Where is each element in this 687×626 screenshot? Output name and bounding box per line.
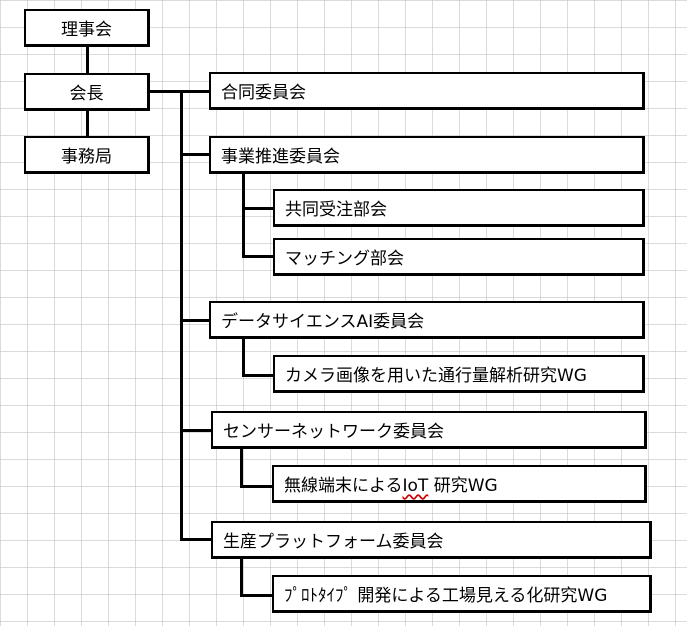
branch-sub-2-2 (242, 255, 274, 258)
connector-committee-4 (180, 429, 212, 432)
wg-label: カメラ画像を用いた通行量解析研究WG (285, 366, 587, 386)
committee-label: センサーネットワーク委員会 (223, 422, 444, 442)
committee-label: データサイエンスAI委員会 (221, 312, 425, 332)
branch-sub-5-1 (240, 594, 273, 597)
branch-vertical-5 (240, 557, 243, 597)
connector-board-president (86, 46, 89, 74)
committee-label: 事業推進委員会 (221, 147, 340, 167)
connector-president-trunk (148, 90, 181, 93)
trunk-line (180, 90, 183, 541)
wg-box-iot-wireless: 無線端末によるIoT 研究WG (272, 465, 647, 503)
connector-committee-2 (180, 153, 210, 156)
branch-sub-2-1 (242, 207, 274, 210)
wg-label-iot: IoT (402, 476, 429, 496)
subcommittee-box-matching: マッチング部会 (273, 238, 645, 276)
wg-box-camera-traffic: カメラ画像を用いた通行量解析研究WG (273, 355, 645, 393)
board-label: 理事会 (61, 20, 112, 40)
committee-box-production-platform: 生産プラットフォーム委員会 (211, 521, 652, 559)
committee-box-sensor-network: センサーネットワーク委員会 (211, 411, 647, 449)
committee-box-joint: 合同委員会 (209, 72, 645, 110)
branch-vertical-3 (242, 339, 245, 377)
wg-label-post: 研究WG (428, 476, 498, 496)
committee-box-data-science-ai: データサイエンスAI委員会 (209, 301, 645, 339)
president-box: 会長 (24, 73, 150, 111)
branch-vertical-4 (240, 448, 243, 488)
president-label: 会長 (69, 84, 104, 104)
connector-committee-3 (180, 319, 210, 322)
subcommittee-label: 共同受注部会 (285, 200, 387, 220)
branch-sub-4-1 (240, 485, 273, 488)
wg-box-prototype-factory: ﾌﾟﾛﾄﾀｲﾌﾟ 開発による工場見える化研究WG (272, 575, 652, 613)
connector-committee-1 (180, 90, 210, 93)
secretariat-box: 事務局 (24, 136, 150, 174)
wg-label-pre: 無線端末による (284, 476, 403, 496)
connector-committee-5 (180, 538, 212, 541)
wg-label: 無線端末によるIoT 研究WG (284, 471, 498, 496)
committee-box-business-promotion: 事業推進委員会 (209, 136, 645, 174)
wg-label: ﾌﾟﾛﾄﾀｲﾌﾟ 開発による工場見える化研究WG (284, 586, 608, 606)
committee-label: 合同委員会 (221, 83, 306, 103)
branch-vertical-2 (242, 173, 245, 258)
subcommittee-label: マッチング部会 (285, 249, 404, 269)
committee-label: 生産プラットフォーム委員会 (223, 532, 444, 552)
connector-president-secretariat (86, 110, 89, 137)
branch-sub-3-1 (242, 374, 274, 377)
subcommittee-box-joint-order: 共同受注部会 (273, 189, 645, 227)
board-box: 理事会 (24, 9, 150, 47)
secretariat-label: 事務局 (61, 147, 112, 167)
